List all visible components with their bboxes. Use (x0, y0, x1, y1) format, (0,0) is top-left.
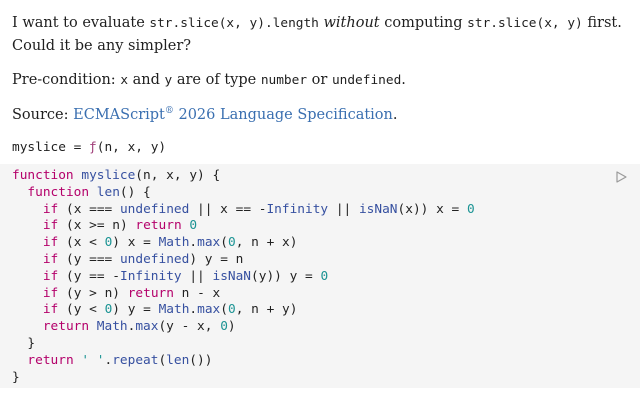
code-line: function myslice(n, x, y) { (12, 168, 221, 183)
code-line: function len() { (27, 184, 151, 200)
precondition-code-number: number (260, 73, 308, 88)
source-link[interactable]: ECMAScript® 2026 Language Specification (73, 107, 393, 123)
code-cell[interactable]: function myslice(n, x, y) { function len… (0, 164, 640, 389)
code-line: return ' '.repeat(len()) (27, 352, 213, 368)
code-line: return Math.max(y - x, 0) (42, 319, 236, 335)
code-line: if (x < 0) x = Math.max(0, n + x) (42, 235, 298, 251)
source-link-rest: 2026 Language Specification (173, 107, 393, 123)
intro-paragraph: I want to evaluate str.slice(x, y).lengt… (12, 12, 640, 57)
precondition-text-4: or (307, 72, 332, 88)
precondition-paragraph: Pre-condition: x and y are of type numbe… (12, 69, 640, 92)
source-link-main: ECMAScript (73, 107, 165, 123)
precondition-text-3: are of type (172, 72, 261, 88)
precondition-code-y: y (164, 73, 173, 88)
code-line: } (12, 369, 20, 385)
intro-text-4: first. (582, 15, 622, 31)
code-line: if (y == -Infinity || isNaN(y)) y = 0 (42, 268, 329, 284)
intro-code-slice: str.slice(x, y) (467, 16, 583, 31)
source-paragraph: Source: ECMAScript® 2026 Language Specif… (12, 104, 640, 126)
precondition-text-5: . (401, 72, 406, 88)
code-block[interactable]: function myslice(n, x, y) { function len… (12, 168, 600, 386)
code-line: if (x === undefined || x == -Infinity ||… (42, 201, 475, 217)
intro-code-slice-length: str.slice(x, y).length (149, 16, 319, 31)
cell-output: myslice = ƒ(n, x, y) (0, 138, 640, 158)
code-line: if (y === undefined) y = n (42, 251, 244, 267)
intro-text-3: computing (379, 15, 468, 31)
source-link-registered: ® (164, 106, 174, 117)
code-line: if (y > n) return n - x (42, 285, 221, 301)
source-label: Source: (12, 107, 74, 123)
output-function-glyph: ƒ (89, 140, 97, 155)
output-args: (n, x, y) (96, 140, 167, 155)
intro-question: Could it be any simpler? (12, 38, 192, 54)
output-lhs: myslice = (12, 140, 90, 155)
code-line: if (y < 0) y = Math.max(0, n + y) (42, 302, 298, 318)
prose-section: I want to evaluate str.slice(x, y).lengt… (0, 0, 640, 126)
precondition-text-1: Pre-condition: (12, 72, 121, 88)
run-triangle-icon[interactable] (614, 170, 628, 184)
intro-emphasis: without (323, 15, 380, 31)
code-line: } (27, 335, 36, 351)
precondition-code-undefined: undefined (331, 73, 402, 88)
precondition-text-2: and (128, 72, 165, 88)
code-line: if (x >= n) return 0 (42, 218, 198, 234)
precondition-code-x: x (120, 73, 129, 88)
intro-text-1: I want to evaluate (12, 15, 150, 31)
source-end: . (392, 107, 398, 123)
